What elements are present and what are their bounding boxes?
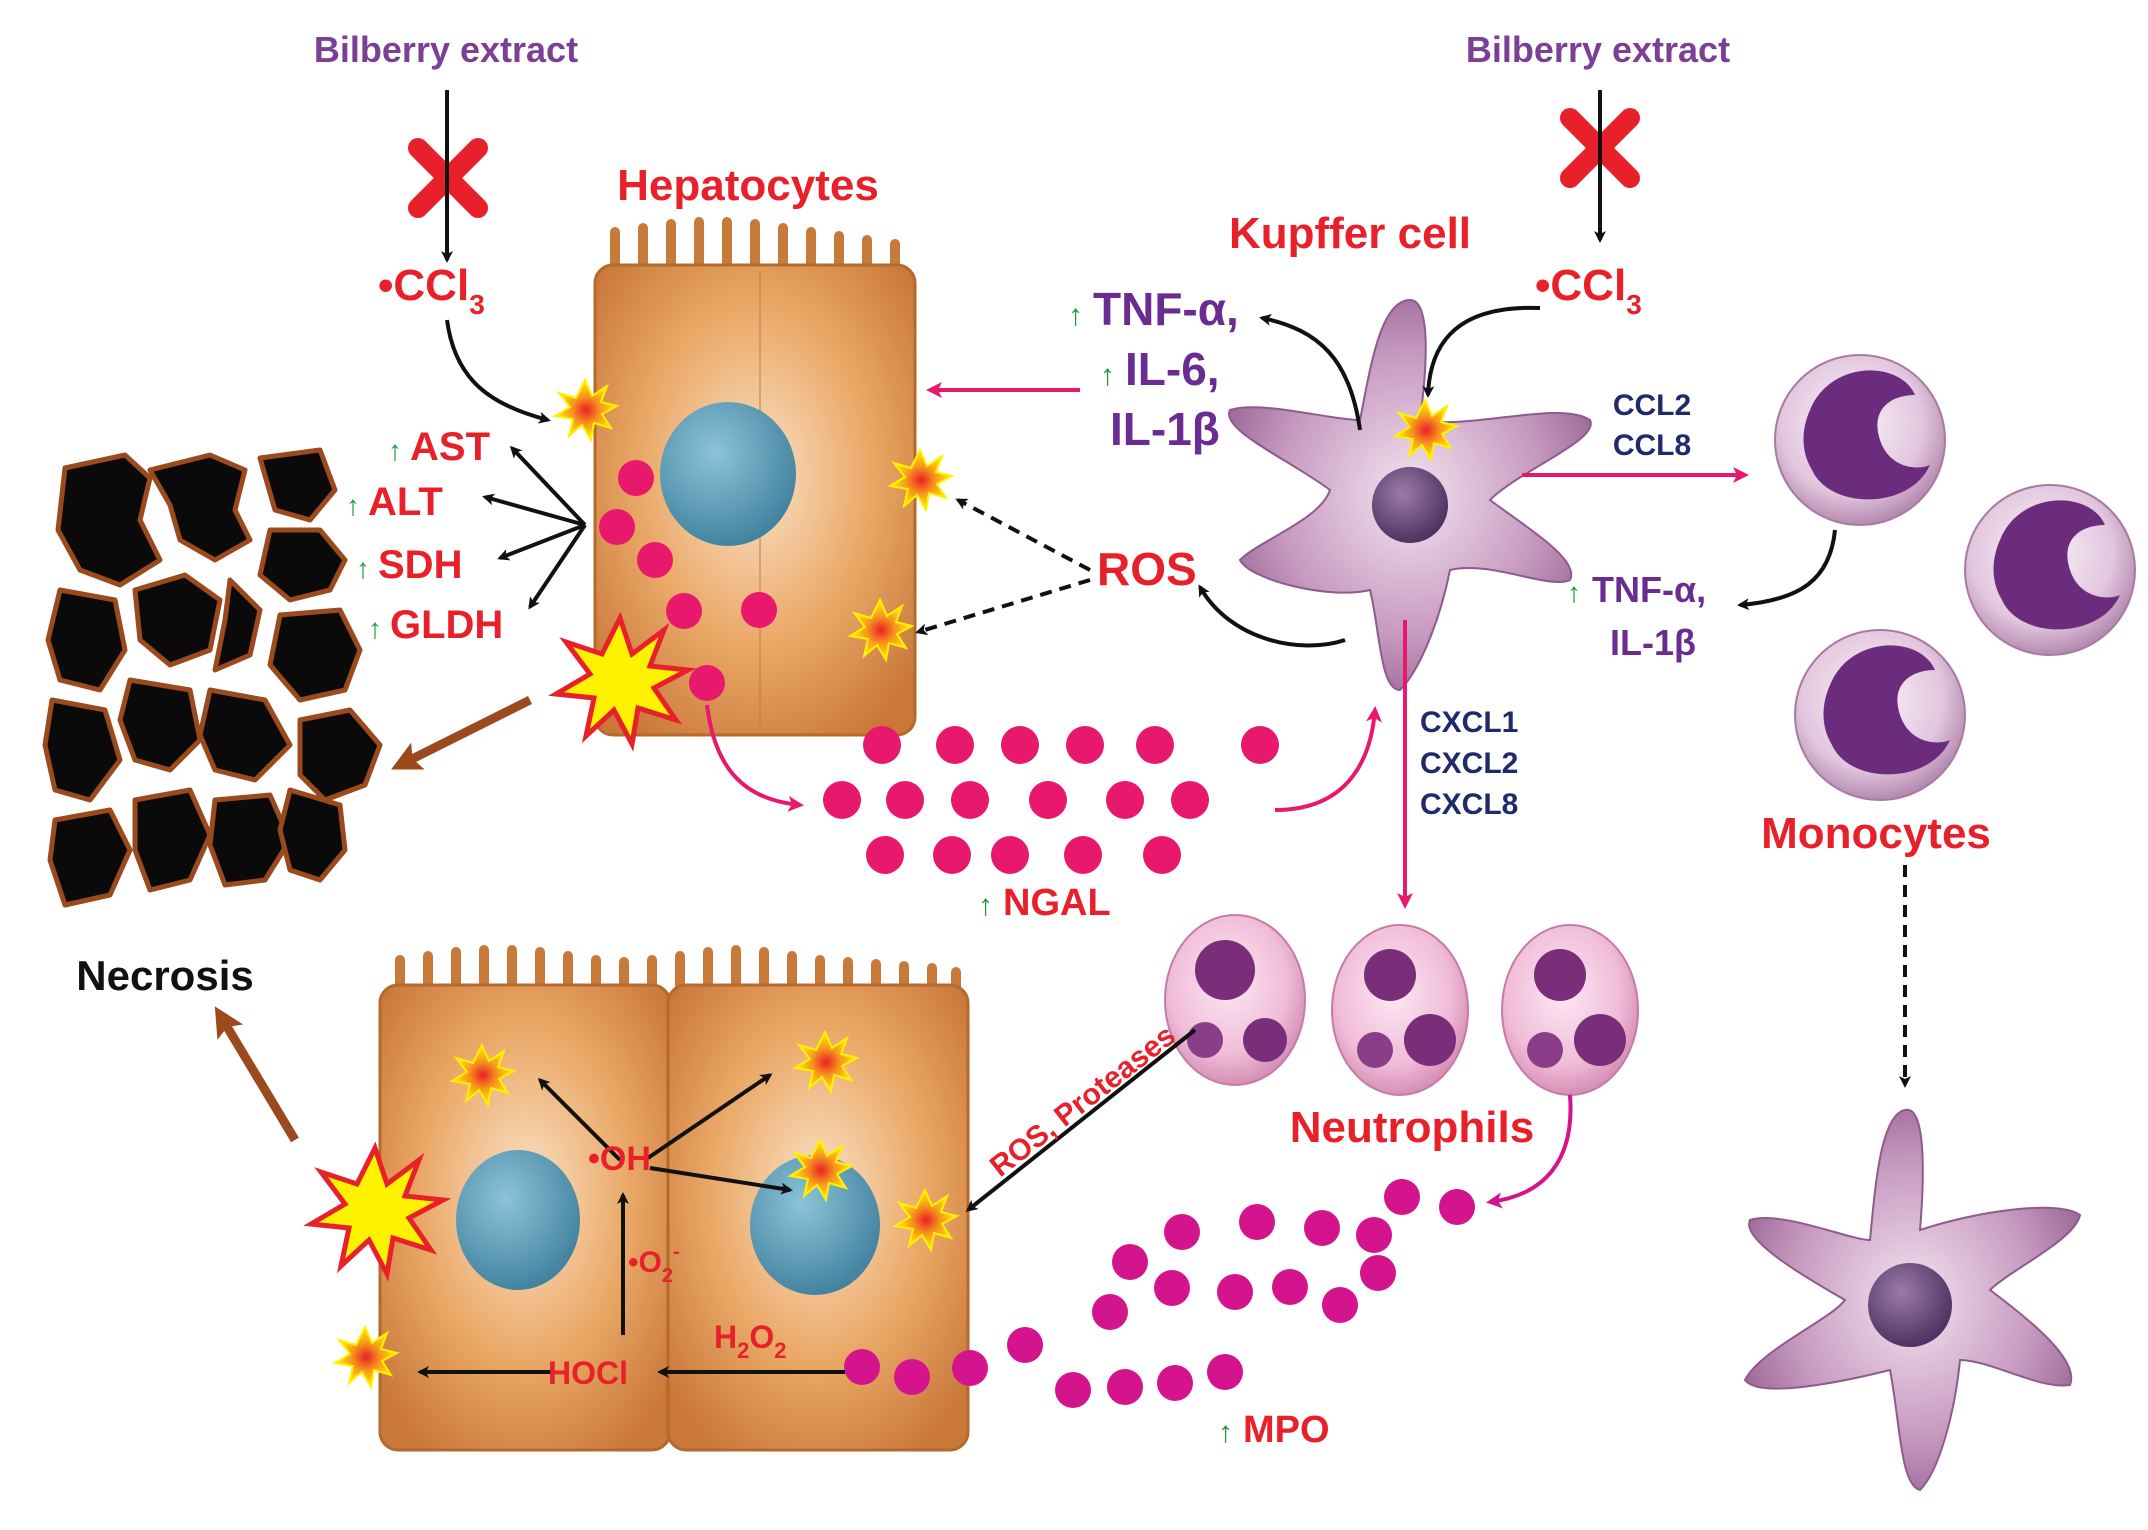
ccl2-label: CCL2 <box>1613 389 1691 422</box>
pink-arrows <box>705 382 1749 909</box>
kupffer-cell <box>1228 298 1592 692</box>
alt-label: ALT <box>368 480 443 524</box>
up-arrow-icon: ↑ <box>1567 577 1581 608</box>
ngal-label: NGAL <box>1003 882 1111 924</box>
neutrophil-cell-3 <box>1501 924 1639 1096</box>
macrophage-cell <box>1743 1108 2082 1492</box>
bilberry-label-right: Bilberry extract <box>1466 29 1730 70</box>
up-arrow-icon: ↑ <box>1068 299 1083 332</box>
mpo-release-arrow <box>1486 1094 1573 1209</box>
superoxide-label: •O2- <box>628 1241 680 1287</box>
ngal-dots-extracellular <box>823 726 1279 874</box>
il1b-label: IL-1β <box>1110 403 1220 455</box>
mpo-dots <box>844 1179 1475 1408</box>
neutrophil-cell-2 <box>1331 924 1469 1096</box>
hepatocyte-cells-bottom <box>378 945 970 1452</box>
ccl8-label: CCL8 <box>1613 429 1691 462</box>
monocytes-label: Monocytes <box>1761 809 1991 858</box>
ccl3-label-left: •CCl3 <box>378 261 485 320</box>
necrosis-label: Necrosis <box>76 952 253 999</box>
hepatocyte-nucleus <box>660 402 796 546</box>
cxcl1-label: CXCL1 <box>1420 706 1518 739</box>
monocyte-cell-1 <box>1774 354 1946 526</box>
neutrophils-label: Neutrophils <box>1290 1103 1534 1152</box>
hepatocytes-label: Hepatocytes <box>617 161 879 210</box>
up-arrow-icon: ↑ <box>1100 359 1115 392</box>
bilberry-label-left: Bilberry extract <box>314 29 578 70</box>
monocyte-cell-3 <box>1794 629 1966 801</box>
up-arrow-icon: ↑ <box>978 889 993 922</box>
cxcl8-label: CXCL8 <box>1420 788 1518 821</box>
neutrophil-cell-1 <box>1164 914 1306 1086</box>
necrosis-tissue <box>42 447 383 908</box>
ast-label: AST <box>410 425 490 469</box>
hocl-label: HOCl <box>548 1355 628 1391</box>
ros-proteases-label: ROS, Proteases <box>984 1019 1182 1184</box>
black-arrows <box>417 90 1837 1378</box>
h2o2-label: H2O2 <box>714 1319 787 1363</box>
ccl3-label-right: •CCl3 <box>1535 261 1642 320</box>
dashed-arrows <box>915 498 1911 1088</box>
up-arrow-icon: ↑ <box>388 435 402 466</box>
up-arrow-icon: ↑ <box>368 613 382 644</box>
kupffer-cell-label: Kupffer cell <box>1229 209 1471 258</box>
necrosis-arrow-top <box>391 695 533 770</box>
hydroxyl-radical-label: •OH <box>588 1140 651 1178</box>
gldh-label: GLDH <box>390 603 503 647</box>
ros-label: ROS <box>1097 543 1197 595</box>
up-arrow-icon: ↑ <box>346 490 360 521</box>
tnf-mono-label: TNF-α, <box>1592 569 1706 610</box>
mpo-label: MPO <box>1243 1409 1330 1451</box>
tnf-label: TNF-α, <box>1093 283 1239 335</box>
up-arrow-icon: ↑ <box>1218 1416 1233 1449</box>
necrosis-arrow-bottom <box>214 1006 299 1143</box>
up-arrow-icon: ↑ <box>356 553 370 584</box>
cxcl2-label: CXCL2 <box>1420 747 1518 780</box>
sdh-label: SDH <box>378 543 462 587</box>
monocyte-cell-2 <box>1964 484 2136 656</box>
ngal-dots-intracellular <box>599 460 777 701</box>
il1b-mono-label: IL-1β <box>1610 622 1696 663</box>
il6-label: IL-6, <box>1125 343 1220 395</box>
